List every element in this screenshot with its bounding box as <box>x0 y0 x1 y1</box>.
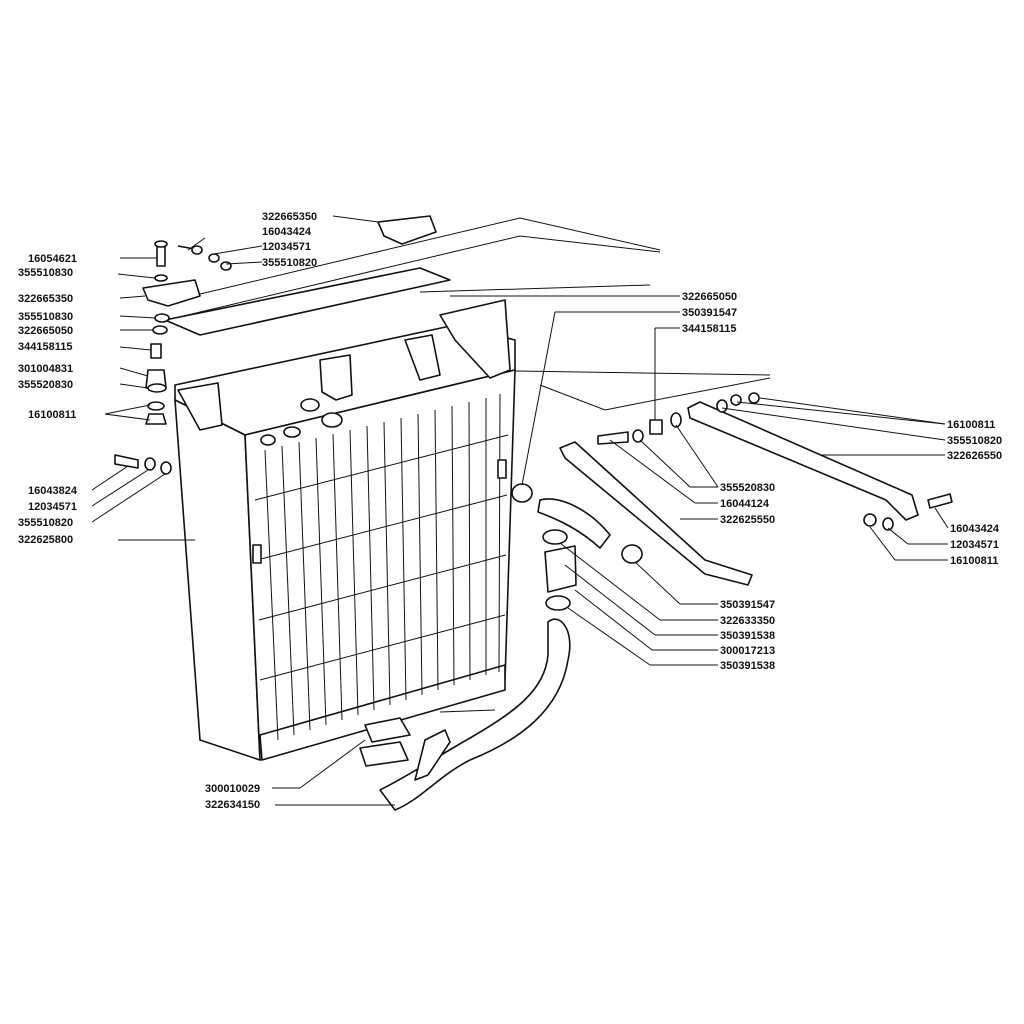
label-322665350-left: 322665350 <box>18 293 73 305</box>
leader-lines <box>91 215 949 806</box>
label-16044124: 16044124 <box>720 498 770 510</box>
label-322626550: 322626550 <box>947 450 1002 462</box>
radiator <box>164 267 516 761</box>
label-322625800: 322625800 <box>18 534 73 546</box>
label-12034571-right: 12034571 <box>950 539 999 551</box>
label-322633350: 322633350 <box>720 615 775 627</box>
label-16043824: 16043824 <box>28 485 78 497</box>
part-labels: 322665350 16043424 16054621 12034571 355… <box>18 211 1002 811</box>
label-322665050-right: 322665050 <box>682 291 737 303</box>
label-350391547-lower: 350391547 <box>720 599 775 611</box>
label-355510830-a: 355510830 <box>18 267 73 279</box>
label-355520830-left: 355520830 <box>18 379 73 391</box>
label-355510820-right: 355510820 <box>947 435 1002 447</box>
label-16054621: 16054621 <box>28 253 77 265</box>
label-16100811-lower: 16100811 <box>950 555 998 567</box>
label-350391538-a: 350391538 <box>720 630 775 642</box>
label-301004831: 301004831 <box>18 363 73 375</box>
hoses <box>359 483 643 811</box>
label-16043424-right: 16043424 <box>950 523 1000 535</box>
label-300017213: 300017213 <box>720 645 775 657</box>
label-12034571-top: 12034571 <box>262 241 311 253</box>
label-16100811-right: 16100811 <box>947 419 995 431</box>
label-355510820-top: 355510820 <box>262 257 317 269</box>
label-355510830-b: 355510830 <box>18 311 73 323</box>
label-322665050-left: 322665050 <box>18 325 73 337</box>
label-344158115-right: 344158115 <box>682 323 736 335</box>
label-16043424-top: 16043424 <box>262 226 312 238</box>
label-322665350-top: 322665350 <box>262 211 317 223</box>
label-355520830-right: 355520830 <box>720 482 775 494</box>
label-355510820-left: 355510820 <box>18 517 73 529</box>
label-350391547-top: 350391547 <box>682 307 737 319</box>
label-322625550: 322625550 <box>720 514 775 526</box>
support-arms <box>559 392 953 586</box>
label-350391538-b: 350391538 <box>720 660 775 672</box>
label-344158115-left: 344158115 <box>18 341 72 353</box>
label-322634150: 322634150 <box>205 799 260 811</box>
radiator-core-fins <box>254 393 509 741</box>
label-300010029: 300010029 <box>205 783 260 795</box>
label-12034571-left: 12034571 <box>28 501 77 513</box>
label-16100811-left: 16100811 <box>28 409 76 421</box>
